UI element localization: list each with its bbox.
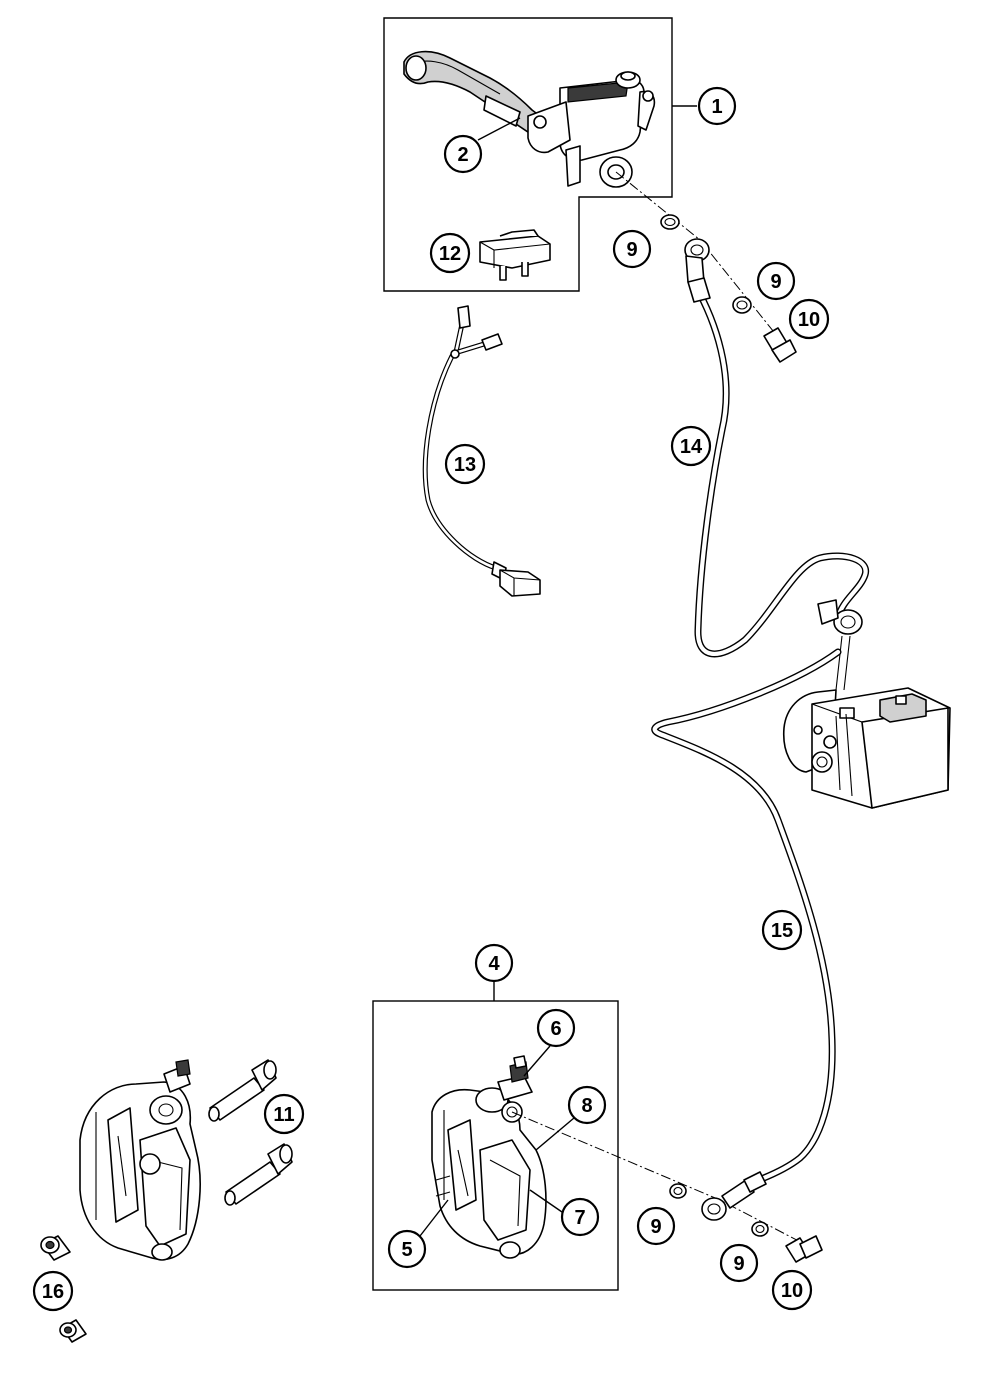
spacer-sleeve-1	[40, 1235, 71, 1261]
sealing-ring-bottom-2	[751, 1221, 769, 1237]
callout-14: 14	[670, 425, 712, 467]
banjo-fitting-top	[684, 238, 710, 283]
brake-light-switch	[479, 229, 551, 281]
svg-text:15: 15	[771, 920, 793, 942]
callout-1: 1	[697, 86, 737, 126]
brake-caliper-left	[79, 1059, 201, 1261]
leader-6	[523, 1045, 551, 1077]
callout-16: 16	[32, 1270, 74, 1312]
brake-caliper	[431, 1055, 547, 1259]
leader-2	[477, 117, 521, 141]
callout-4: 4	[474, 943, 514, 983]
svg-text:2: 2	[457, 144, 468, 166]
caliper-mounting-bolt-2	[224, 1143, 293, 1206]
callout-7: 7	[560, 1197, 600, 1237]
brake-caliper-assembly-frame	[372, 1000, 619, 1291]
svg-text:13: 13	[454, 454, 476, 476]
svg-text:10: 10	[781, 1280, 803, 1302]
callout-12: 12	[429, 232, 471, 274]
master-cylinder-assembly-frame	[383, 17, 673, 292]
caliper-mounting-bolt-1	[208, 1059, 277, 1122]
callout-9-bottom-right: 9	[719, 1243, 759, 1283]
svg-text:4: 4	[488, 953, 500, 975]
callout-6: 6	[536, 1008, 576, 1048]
svg-text:11: 11	[273, 1104, 294, 1126]
callout-13: 13	[444, 443, 486, 485]
abs-inlet-fitting	[817, 599, 863, 691]
banjo-bolt-bottom	[785, 1235, 823, 1263]
leader-7	[529, 1189, 563, 1213]
callout-10-bottom: 10	[771, 1269, 813, 1311]
svg-text:8: 8	[581, 1095, 592, 1117]
sealing-ring-bottom-1	[669, 1183, 687, 1199]
spacer-sleeve-2	[59, 1319, 87, 1343]
svg-text:16: 16	[42, 1281, 64, 1303]
leader-8	[535, 1117, 575, 1151]
banjo-bolt-top	[763, 327, 797, 363]
callout-2: 2	[443, 134, 483, 174]
callout-8: 8	[567, 1085, 607, 1125]
svg-text:1: 1	[711, 96, 722, 118]
svg-text:9: 9	[650, 1216, 661, 1238]
callout-11: 11	[263, 1093, 305, 1135]
callout-5: 5	[387, 1229, 427, 1269]
svg-text:9: 9	[733, 1253, 744, 1275]
callout-15: 15	[761, 909, 803, 951]
sealing-ring-top-2	[732, 296, 752, 314]
callout-9-top-right: 9	[756, 261, 796, 301]
svg-text:9: 9	[770, 271, 781, 293]
svg-text:10: 10	[798, 309, 820, 331]
svg-text:14: 14	[680, 436, 703, 458]
brake-hose-lower	[651, 648, 842, 1188]
svg-text:12: 12	[439, 243, 461, 265]
brake-switch-cable	[422, 305, 541, 597]
svg-text:5: 5	[401, 1239, 412, 1261]
callout-10-top: 10	[788, 298, 830, 340]
sealing-ring-top-1	[660, 214, 680, 230]
svg-text:7: 7	[574, 1207, 585, 1229]
abs-hydraulic-unit	[782, 687, 951, 809]
master-cylinder	[527, 71, 656, 188]
brake-lever	[403, 50, 549, 141]
svg-text:6: 6	[550, 1018, 561, 1040]
callout-9-bottom-left: 9	[636, 1206, 676, 1246]
svg-text:9: 9	[626, 239, 637, 261]
callout-9-top-left: 9	[612, 229, 652, 269]
banjo-fitting-bottom	[701, 1171, 767, 1221]
brake-hose-upper	[687, 277, 870, 658]
leader-5	[419, 1199, 449, 1237]
